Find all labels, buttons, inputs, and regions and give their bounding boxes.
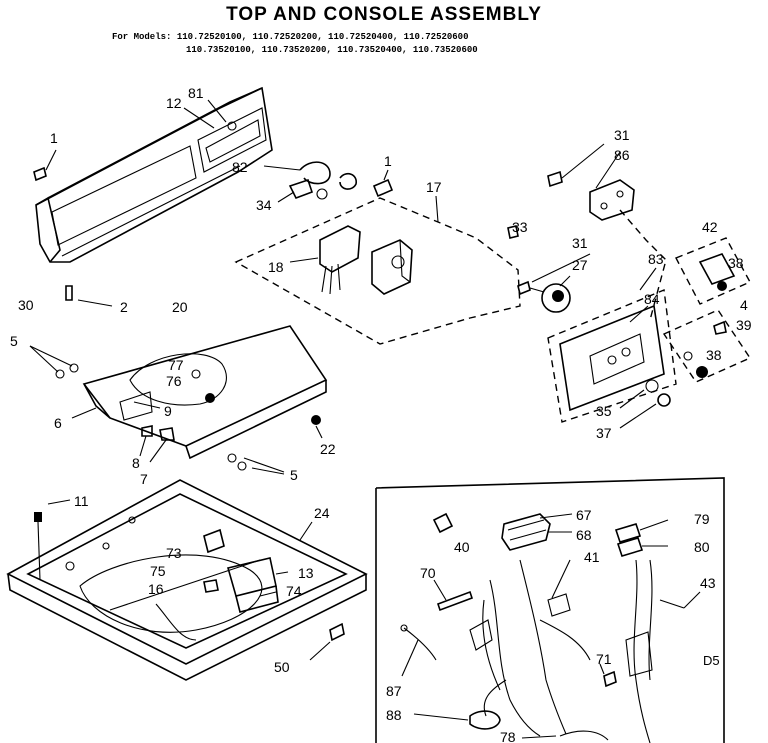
console-panel	[35, 86, 273, 263]
callout-71: 71	[596, 651, 612, 667]
callout-83: 83	[648, 251, 664, 267]
callout-38: 38	[706, 347, 722, 363]
wiring-inset	[375, 477, 725, 743]
screw-34	[277, 178, 328, 203]
callout-11: 11	[74, 493, 89, 509]
callout-31: 31	[572, 235, 588, 251]
callout-24: 24	[314, 505, 330, 521]
callout-41: 41	[584, 549, 600, 565]
washer-top-24	[6, 479, 368, 681]
callout-30: 30	[18, 297, 34, 313]
callout-9: 9	[164, 403, 172, 419]
callout-87: 87	[386, 683, 402, 699]
callout-27: 27	[572, 257, 588, 273]
callout-43: 43	[700, 575, 716, 591]
timer-knob-27	[529, 275, 571, 313]
callout-7: 7	[140, 471, 148, 487]
screw-31-mid	[517, 253, 591, 296]
callout-37: 37	[596, 425, 612, 441]
callout-34: 34	[256, 197, 272, 213]
callout-74: 74	[286, 583, 302, 599]
callout-1: 1	[384, 153, 392, 169]
callout-13: 13	[298, 565, 314, 581]
screw-31-top	[547, 143, 605, 188]
hinge-screws-5-right	[227, 453, 285, 475]
diagram-title: TOP AND CONSOLE ASSEMBLY	[226, 4, 542, 25]
screw-1-right	[372, 169, 394, 198]
callout-68: 68	[576, 527, 592, 543]
callout-12: 12	[166, 95, 182, 111]
callout-42: 42	[702, 219, 718, 235]
callout-2: 2	[120, 299, 128, 315]
callout-67: 67	[576, 507, 592, 523]
models-line-2: 110.73520100, 110.73520200, 110.73520400…	[186, 45, 478, 55]
hinge-screws-5-left	[29, 345, 79, 379]
top-lid-20	[82, 325, 328, 460]
callout-70: 70	[420, 565, 436, 581]
timer-block	[371, 239, 413, 295]
callout-5: 5	[10, 333, 18, 349]
screw-2	[65, 285, 113, 307]
callout-84: 84	[644, 291, 660, 307]
callout-16: 16	[148, 581, 164, 597]
callout-18: 18	[268, 259, 284, 275]
callout-1: 1	[50, 130, 58, 146]
callout-5: 5	[290, 467, 298, 483]
callout-50: 50	[274, 659, 290, 675]
callout-75: 75	[150, 563, 166, 579]
callout-8: 8	[132, 455, 140, 471]
models-prefix: For Models:	[112, 32, 172, 42]
callout-17: 17	[426, 179, 442, 195]
callout-78: 78	[500, 729, 516, 743]
callout-79: 79	[694, 511, 710, 527]
switch-18	[289, 225, 361, 295]
lid-switch-13	[227, 557, 289, 613]
callout-80: 80	[694, 539, 710, 555]
callout-38: 38	[728, 255, 744, 271]
callout-35: 35	[596, 403, 612, 419]
callout-81: 81	[188, 85, 204, 101]
callout-76: 76	[166, 373, 182, 389]
callout-88: 88	[386, 707, 402, 723]
callout-73: 73	[166, 545, 182, 561]
callout-77: 77	[168, 357, 184, 373]
knob-82	[263, 161, 357, 190]
callout-86: 86	[614, 147, 630, 163]
callout-labels: 1 81 12 1 31 86 82 34 17 33 31 27 18 83 …	[10, 85, 752, 743]
callout-31: 31	[614, 127, 630, 143]
models-list-1: 110.72520100, 110.72520200, 110.72520400…	[176, 32, 469, 42]
callout-33: 33	[512, 219, 528, 235]
callout-22: 22	[320, 441, 336, 457]
callout-82: 82	[232, 159, 248, 175]
screw-1-left	[33, 149, 57, 182]
page-code: D5	[703, 653, 720, 668]
callout-20: 20	[172, 299, 188, 315]
screw-33	[507, 225, 519, 239]
bracket-86	[589, 151, 635, 221]
callout-40: 40	[454, 539, 470, 555]
callout-39: 39	[736, 317, 752, 333]
models-line-1: For Models: 110.72520100, 110.72520200, …	[112, 32, 468, 42]
callout-4: 4	[740, 297, 748, 313]
callout-6: 6	[54, 415, 62, 431]
